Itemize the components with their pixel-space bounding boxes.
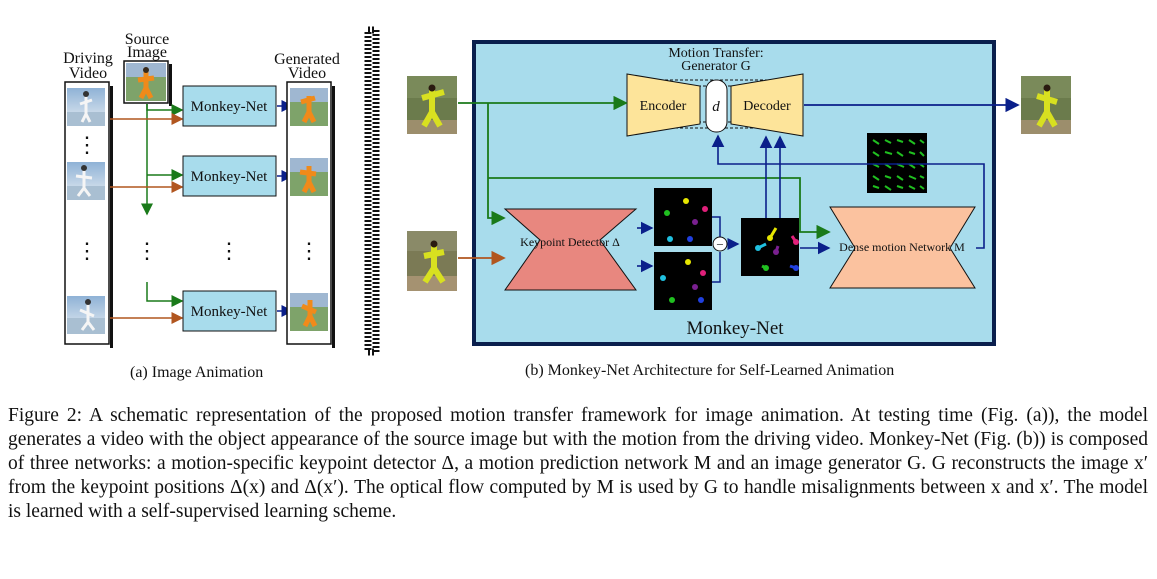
- minus-sign: −: [716, 237, 723, 252]
- monkey-net-box: [182, 85, 277, 127]
- generated-frame: [290, 158, 328, 196]
- monkey-net-frame-label: Monkey-Net: [686, 318, 784, 339]
- encoder-block: [626, 73, 701, 137]
- source-image-label-2: Image: [127, 44, 167, 61]
- monkey-net-box: [182, 290, 277, 332]
- figure-diagram: Driving Video Source Image Generated Vid…: [63, 26, 1071, 356]
- panel-separator: [364, 26, 380, 356]
- generator-title-1: Motion Transfer:: [668, 46, 763, 61]
- driving-video-label-1: Driving: [63, 50, 113, 67]
- ellipsis: ⋮: [76, 238, 98, 263]
- source-image: [126, 63, 166, 101]
- dense-motion-block: [829, 206, 976, 289]
- optical-flow-map: [867, 133, 927, 193]
- input-frame-x: [407, 76, 457, 134]
- d-bottleneck: [705, 79, 728, 133]
- generator-title-2: Generator G: [681, 59, 751, 74]
- ellipsis: ⋮: [218, 238, 240, 263]
- keypoint-detector-block: [503, 208, 638, 291]
- keypoint-difference-map: [741, 218, 799, 276]
- generated-frame: [290, 88, 328, 126]
- driving-video-label-2: Video: [69, 65, 107, 82]
- panel-a-caption: (a) Image Animation: [130, 364, 264, 381]
- monkey-net-label: Monkey-Net: [191, 304, 268, 320]
- keypoint-detector-label: Keypoint Detector Δ: [520, 235, 620, 249]
- monkey-net-label: Monkey-Net: [191, 99, 268, 115]
- driving-frame: [67, 88, 105, 126]
- decoder-block: [730, 73, 804, 137]
- subtract-operator: [712, 236, 728, 252]
- generated-frame: [290, 293, 328, 331]
- dense-motion-label: Dense motion Network M: [839, 240, 965, 254]
- output-frame: [1021, 76, 1071, 134]
- driving-frame: [67, 296, 105, 334]
- figure-caption: Figure 2: A schematic representation of …: [8, 405, 1148, 522]
- keypoint-map-x-prime: [654, 252, 712, 310]
- generated-video-label-1: Generated: [274, 51, 340, 68]
- panel-a: Driving Video Source Image Generated Vid…: [63, 31, 340, 348]
- source-image-label-1: Source: [125, 31, 169, 48]
- monkey-net-label: Monkey-Net: [191, 169, 268, 185]
- decoder-label: Decoder: [743, 99, 791, 114]
- input-frame-x-prime: [407, 231, 457, 291]
- panel-b: Monkey-Net Motion Transfer: Generator G …: [407, 40, 1071, 346]
- encoder-label: Encoder: [640, 99, 687, 114]
- generated-video-label-2: Video: [288, 65, 326, 82]
- d-label: d: [712, 99, 720, 115]
- monkey-net-box: [182, 155, 277, 197]
- driving-frame: [67, 162, 105, 200]
- ellipsis: ⋮: [298, 238, 320, 263]
- ellipsis: ⋮: [76, 132, 98, 157]
- panel-b-caption: (b) Monkey-Net Architecture for Self-Lea…: [525, 362, 895, 379]
- ellipsis: ⋮: [136, 238, 158, 263]
- keypoint-map-x: [654, 188, 712, 246]
